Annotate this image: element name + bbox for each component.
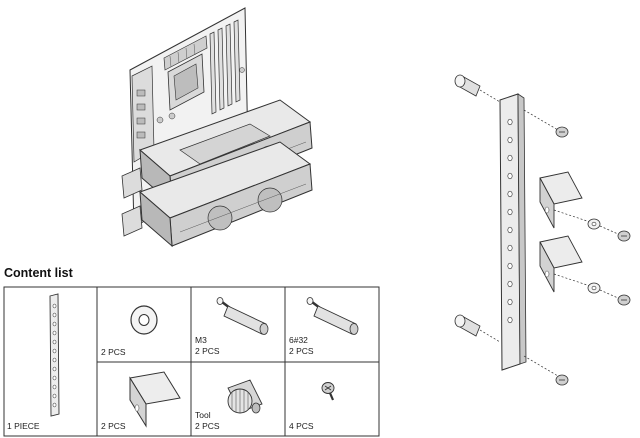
l-bracket-quantity-label: 2 PCS [101, 421, 126, 431]
screw-icon [555, 374, 569, 386]
tool-name-label: Tool [195, 410, 211, 420]
content-list-heading: Content list [4, 266, 73, 280]
screw-icon [617, 230, 631, 242]
standoff-m3-size-label: M3 [195, 335, 207, 345]
screw-icon [555, 126, 569, 138]
washer-icon [130, 305, 158, 335]
screw-quantity-label: 4 PCS [289, 421, 314, 431]
tool-quantity-label: 2 PCS [195, 421, 220, 431]
standoff-icon [454, 74, 501, 103]
tool-icon [227, 379, 263, 414]
l-bracket-icon [539, 235, 583, 293]
graphics-card-lower-icon [139, 141, 313, 248]
bracket-assembly-illustration [454, 74, 631, 386]
standoff-icon [216, 297, 269, 335]
motherboard-gpu-illustration [121, 7, 313, 248]
l-bracket-icon [129, 371, 181, 428]
washer-icon [587, 282, 601, 294]
content-list-table [3, 286, 380, 437]
washer-icon [587, 218, 601, 230]
standoff-632-size-label: 6#32 [289, 335, 308, 345]
bracket-quantity-label: 1 PIECE [7, 421, 40, 431]
l-bracket-icon [539, 171, 583, 229]
standoff-m3-quantity-label: 2 PCS [195, 346, 220, 356]
screw-icon [321, 382, 335, 401]
standoff-icon [306, 297, 359, 335]
vertical-bracket-icon [49, 293, 60, 417]
standoff-632-quantity-label: 2 PCS [289, 346, 314, 356]
ram-slots-icon [209, 19, 241, 115]
vertical-bracket-icon [499, 93, 527, 371]
standoff-icon [454, 314, 501, 343]
pci-bracket-icon [121, 167, 143, 199]
washer-quantity-label: 2 PCS [101, 347, 126, 357]
screw-icon [617, 294, 631, 306]
